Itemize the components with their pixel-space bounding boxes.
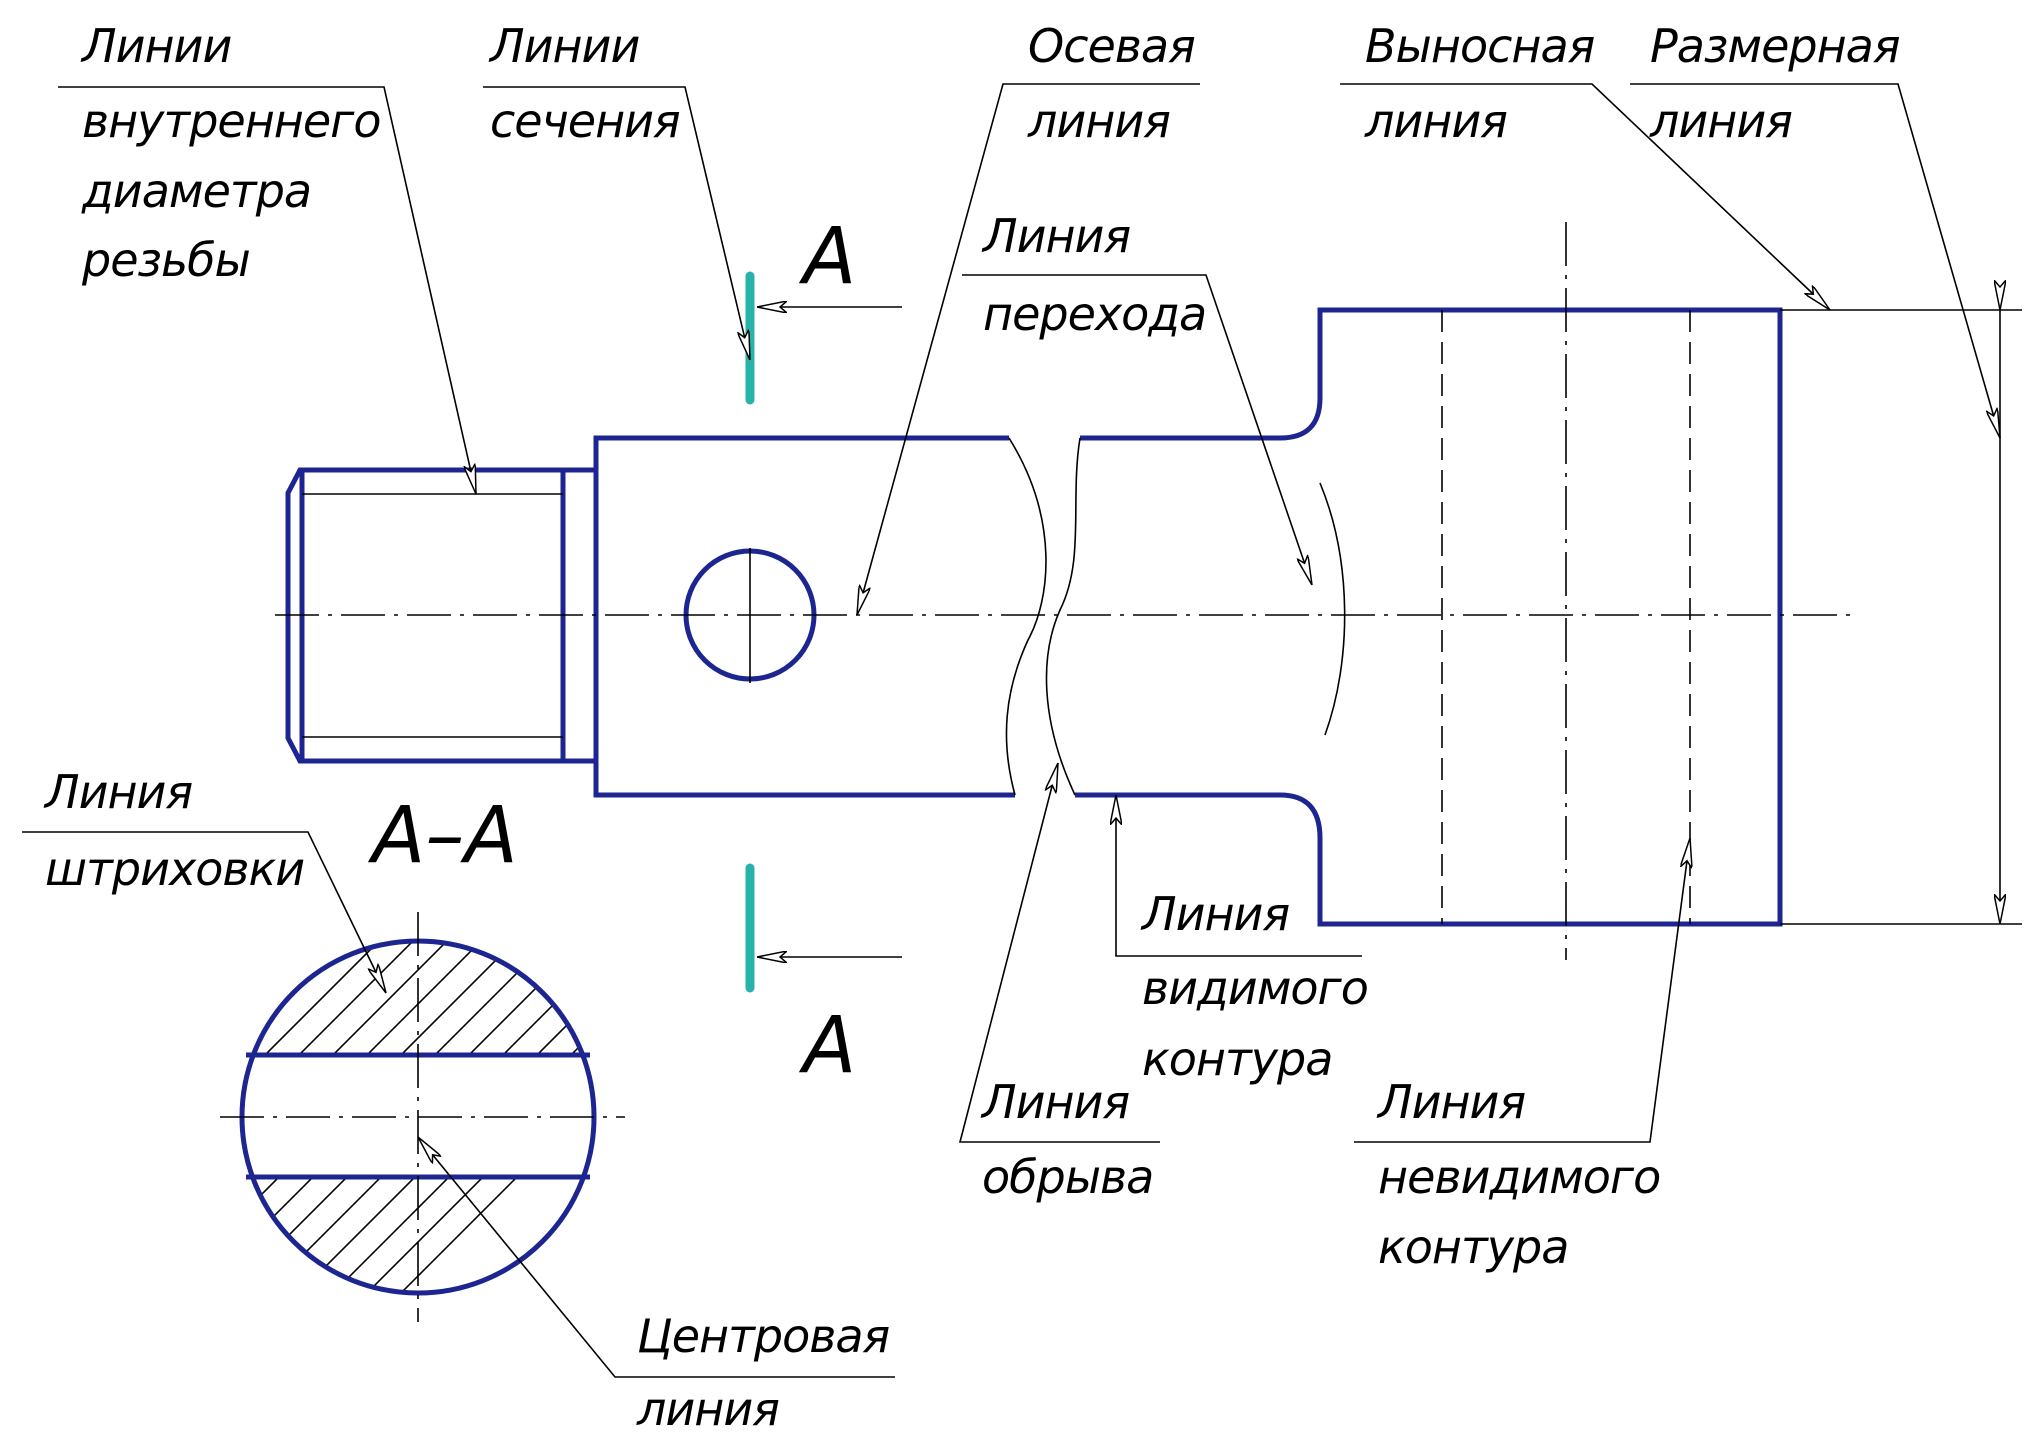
leaders bbox=[22, 83, 2001, 1378]
label-visible-1: Линия bbox=[1140, 887, 1289, 941]
body-left-contour bbox=[593, 435, 1015, 798]
section-letter-bottom: А bbox=[798, 1001, 856, 1091]
hatching-bottom bbox=[243, 1177, 590, 1293]
label-center-2: линия bbox=[636, 1382, 779, 1433]
label-axial-1: Осевая bbox=[1028, 19, 1195, 73]
section-view-title: А–А bbox=[367, 791, 518, 881]
section-view bbox=[220, 912, 625, 1322]
label-axial-2: линия bbox=[1027, 94, 1170, 148]
label-hidden-2: невидимого bbox=[1378, 1150, 1660, 1204]
label-hidden-3: контура bbox=[1378, 1220, 1568, 1274]
body-right-contour bbox=[1075, 307, 1783, 927]
label-dimension-2: линия bbox=[1649, 94, 1792, 148]
section-letter-top: А bbox=[798, 212, 856, 302]
label-break-1: Линия bbox=[980, 1075, 1129, 1129]
hatching-top bbox=[243, 941, 590, 1055]
shaft-contour bbox=[285, 307, 1783, 927]
label-transition-2: перехода bbox=[983, 287, 1206, 341]
label-visible-2: видимого bbox=[1142, 961, 1368, 1015]
transition-line bbox=[1319, 482, 1346, 736]
label-section-lines-2: сечения bbox=[490, 94, 680, 148]
label-center-1: Центровая bbox=[637, 1309, 890, 1363]
label-thread-inner-3: диаметра bbox=[81, 164, 311, 218]
label-hatching-2: штриховки bbox=[45, 842, 304, 896]
label-section-lines-1: Линии bbox=[488, 19, 639, 73]
label-extension-2: линия bbox=[1364, 94, 1507, 148]
label-dimension-1: Размерная bbox=[1650, 19, 1900, 73]
label-thread-inner-2: внутреннего bbox=[82, 94, 380, 148]
label-hidden-1: Линия bbox=[1376, 1075, 1525, 1129]
break-line-left bbox=[1005, 437, 1047, 796]
break-line-right bbox=[1045, 437, 1081, 796]
label-extension-1: Выносная bbox=[1365, 19, 1595, 73]
label-thread-inner-4: резьбы bbox=[81, 233, 250, 287]
label-transition-1: Линия bbox=[981, 209, 1130, 263]
label-break-2: обрыва bbox=[982, 1150, 1153, 1204]
label-visible-3: контура bbox=[1142, 1032, 1332, 1086]
label-hatching-1: Линия bbox=[43, 765, 192, 819]
label-thread-inner-1: Линии bbox=[80, 19, 231, 73]
collar-step bbox=[563, 467, 596, 764]
